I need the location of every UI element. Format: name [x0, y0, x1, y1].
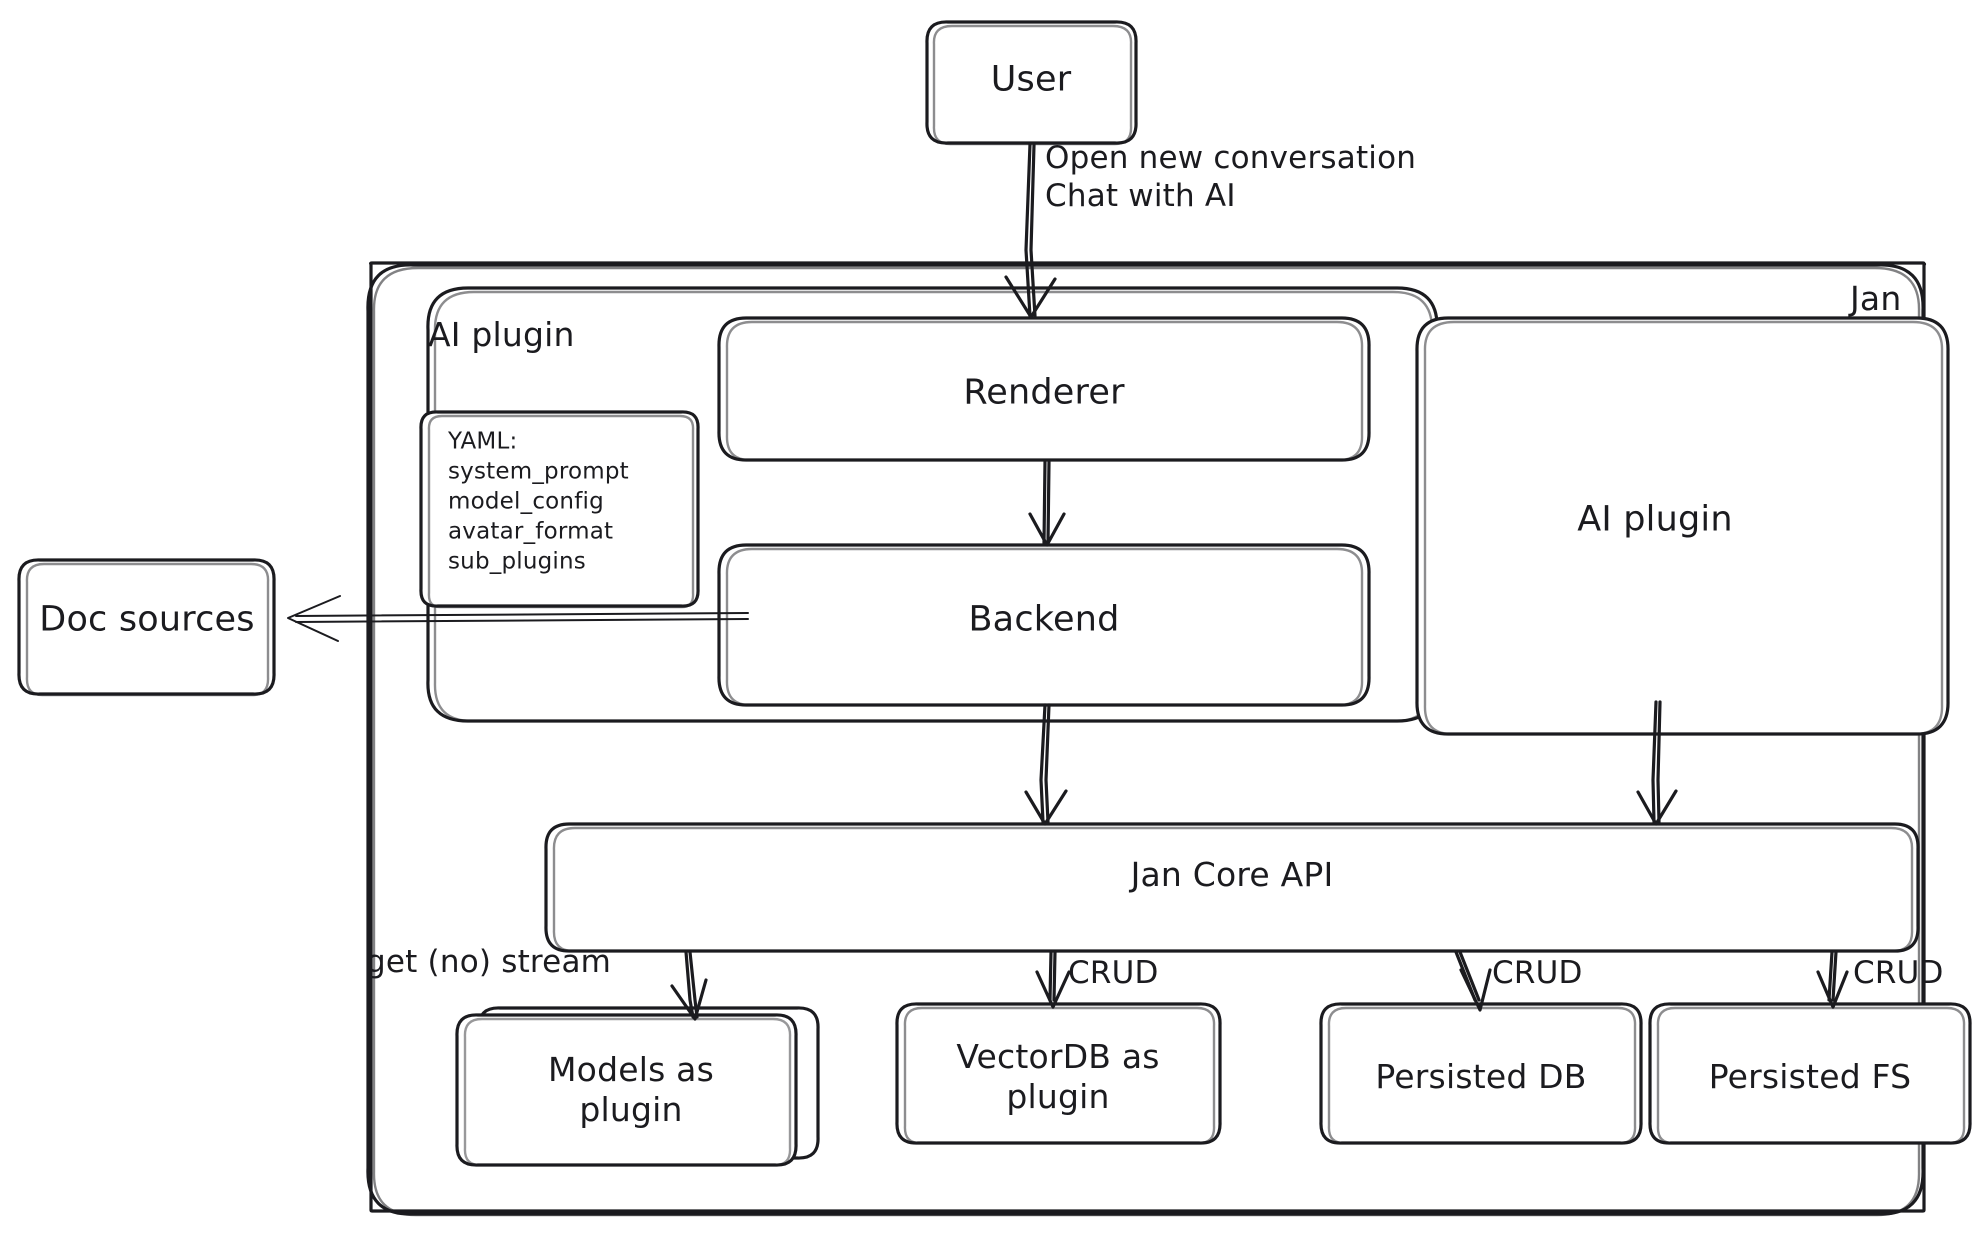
persisted-fs-label: Persisted FS — [1708, 1056, 1912, 1096]
user-box-shape — [925, 20, 1138, 146]
ai-plugin-group-label: AI plugin — [428, 314, 575, 354]
vectordb-as-plugin-box-shape — [895, 1002, 1222, 1145]
models-as-plugin-label: Models as plugin — [548, 1049, 714, 1129]
backend-label: Backend — [968, 599, 1120, 640]
backend-box-shape — [717, 543, 1371, 707]
yaml-card-shape — [419, 410, 700, 609]
edge-core-to-vectordb — [1035, 950, 1071, 1009]
models-as-plugin-box-shape — [455, 1006, 820, 1167]
renderer-box-shape — [717, 316, 1371, 462]
edge-renderer-to-backend — [1028, 460, 1066, 547]
jan-core-api-box-shape — [544, 822, 1920, 953]
edge-backend-to-core — [1024, 703, 1068, 826]
doc-sources-box-shape — [17, 558, 276, 697]
edge-label-user-to-renderer: Open new conversation Chat with AI — [1045, 140, 1417, 214]
ai-plugin-right-box-shape — [1415, 316, 1950, 736]
user-label: User — [990, 59, 1072, 100]
edge-core-to-models — [670, 950, 708, 1021]
yaml-line-4: sub_plugins — [448, 547, 586, 574]
persisted-db-label: Persisted DB — [1375, 1056, 1587, 1096]
edge-user-to-renderer — [1004, 142, 1057, 319]
edge-label-crud-vectordb: CRUD — [1068, 955, 1159, 992]
edge-backend-to-doc-sources — [287, 595, 749, 642]
edge-label-crud-persisted-fs: CRUD — [1853, 955, 1944, 992]
edge-label-get-no-stream: get (no) stream — [366, 944, 612, 981]
vectordb-as-plugin-label: VectorDB as plugin — [956, 1036, 1160, 1116]
edge-core-to-persisted-fs — [1816, 950, 1849, 1009]
edge-core-to-persisted-db — [1454, 950, 1492, 1012]
doc-sources-label: Doc sources — [39, 599, 255, 640]
persisted-db-box-shape — [1319, 1002, 1643, 1145]
edge-label-crud-persisted-db: CRUD — [1492, 955, 1583, 992]
yaml-line-1: system_prompt — [448, 458, 629, 485]
jan-core-api-label: Jan Core API — [1130, 854, 1334, 894]
persisted-fs-box-shape — [1648, 1002, 1972, 1145]
yaml-line-0: YAML: — [448, 428, 518, 455]
jan-container-label: Jan — [1850, 278, 1902, 318]
edge-ai-plugin-to-core — [1636, 700, 1678, 826]
ai-plugin-group-shape — [426, 286, 1439, 723]
renderer-label: Renderer — [963, 372, 1125, 413]
yaml-line-3: avatar_format — [448, 517, 614, 544]
ai-plugin-right-label: AI plugin — [1577, 499, 1733, 540]
yaml-line-2: model_config — [448, 488, 604, 515]
